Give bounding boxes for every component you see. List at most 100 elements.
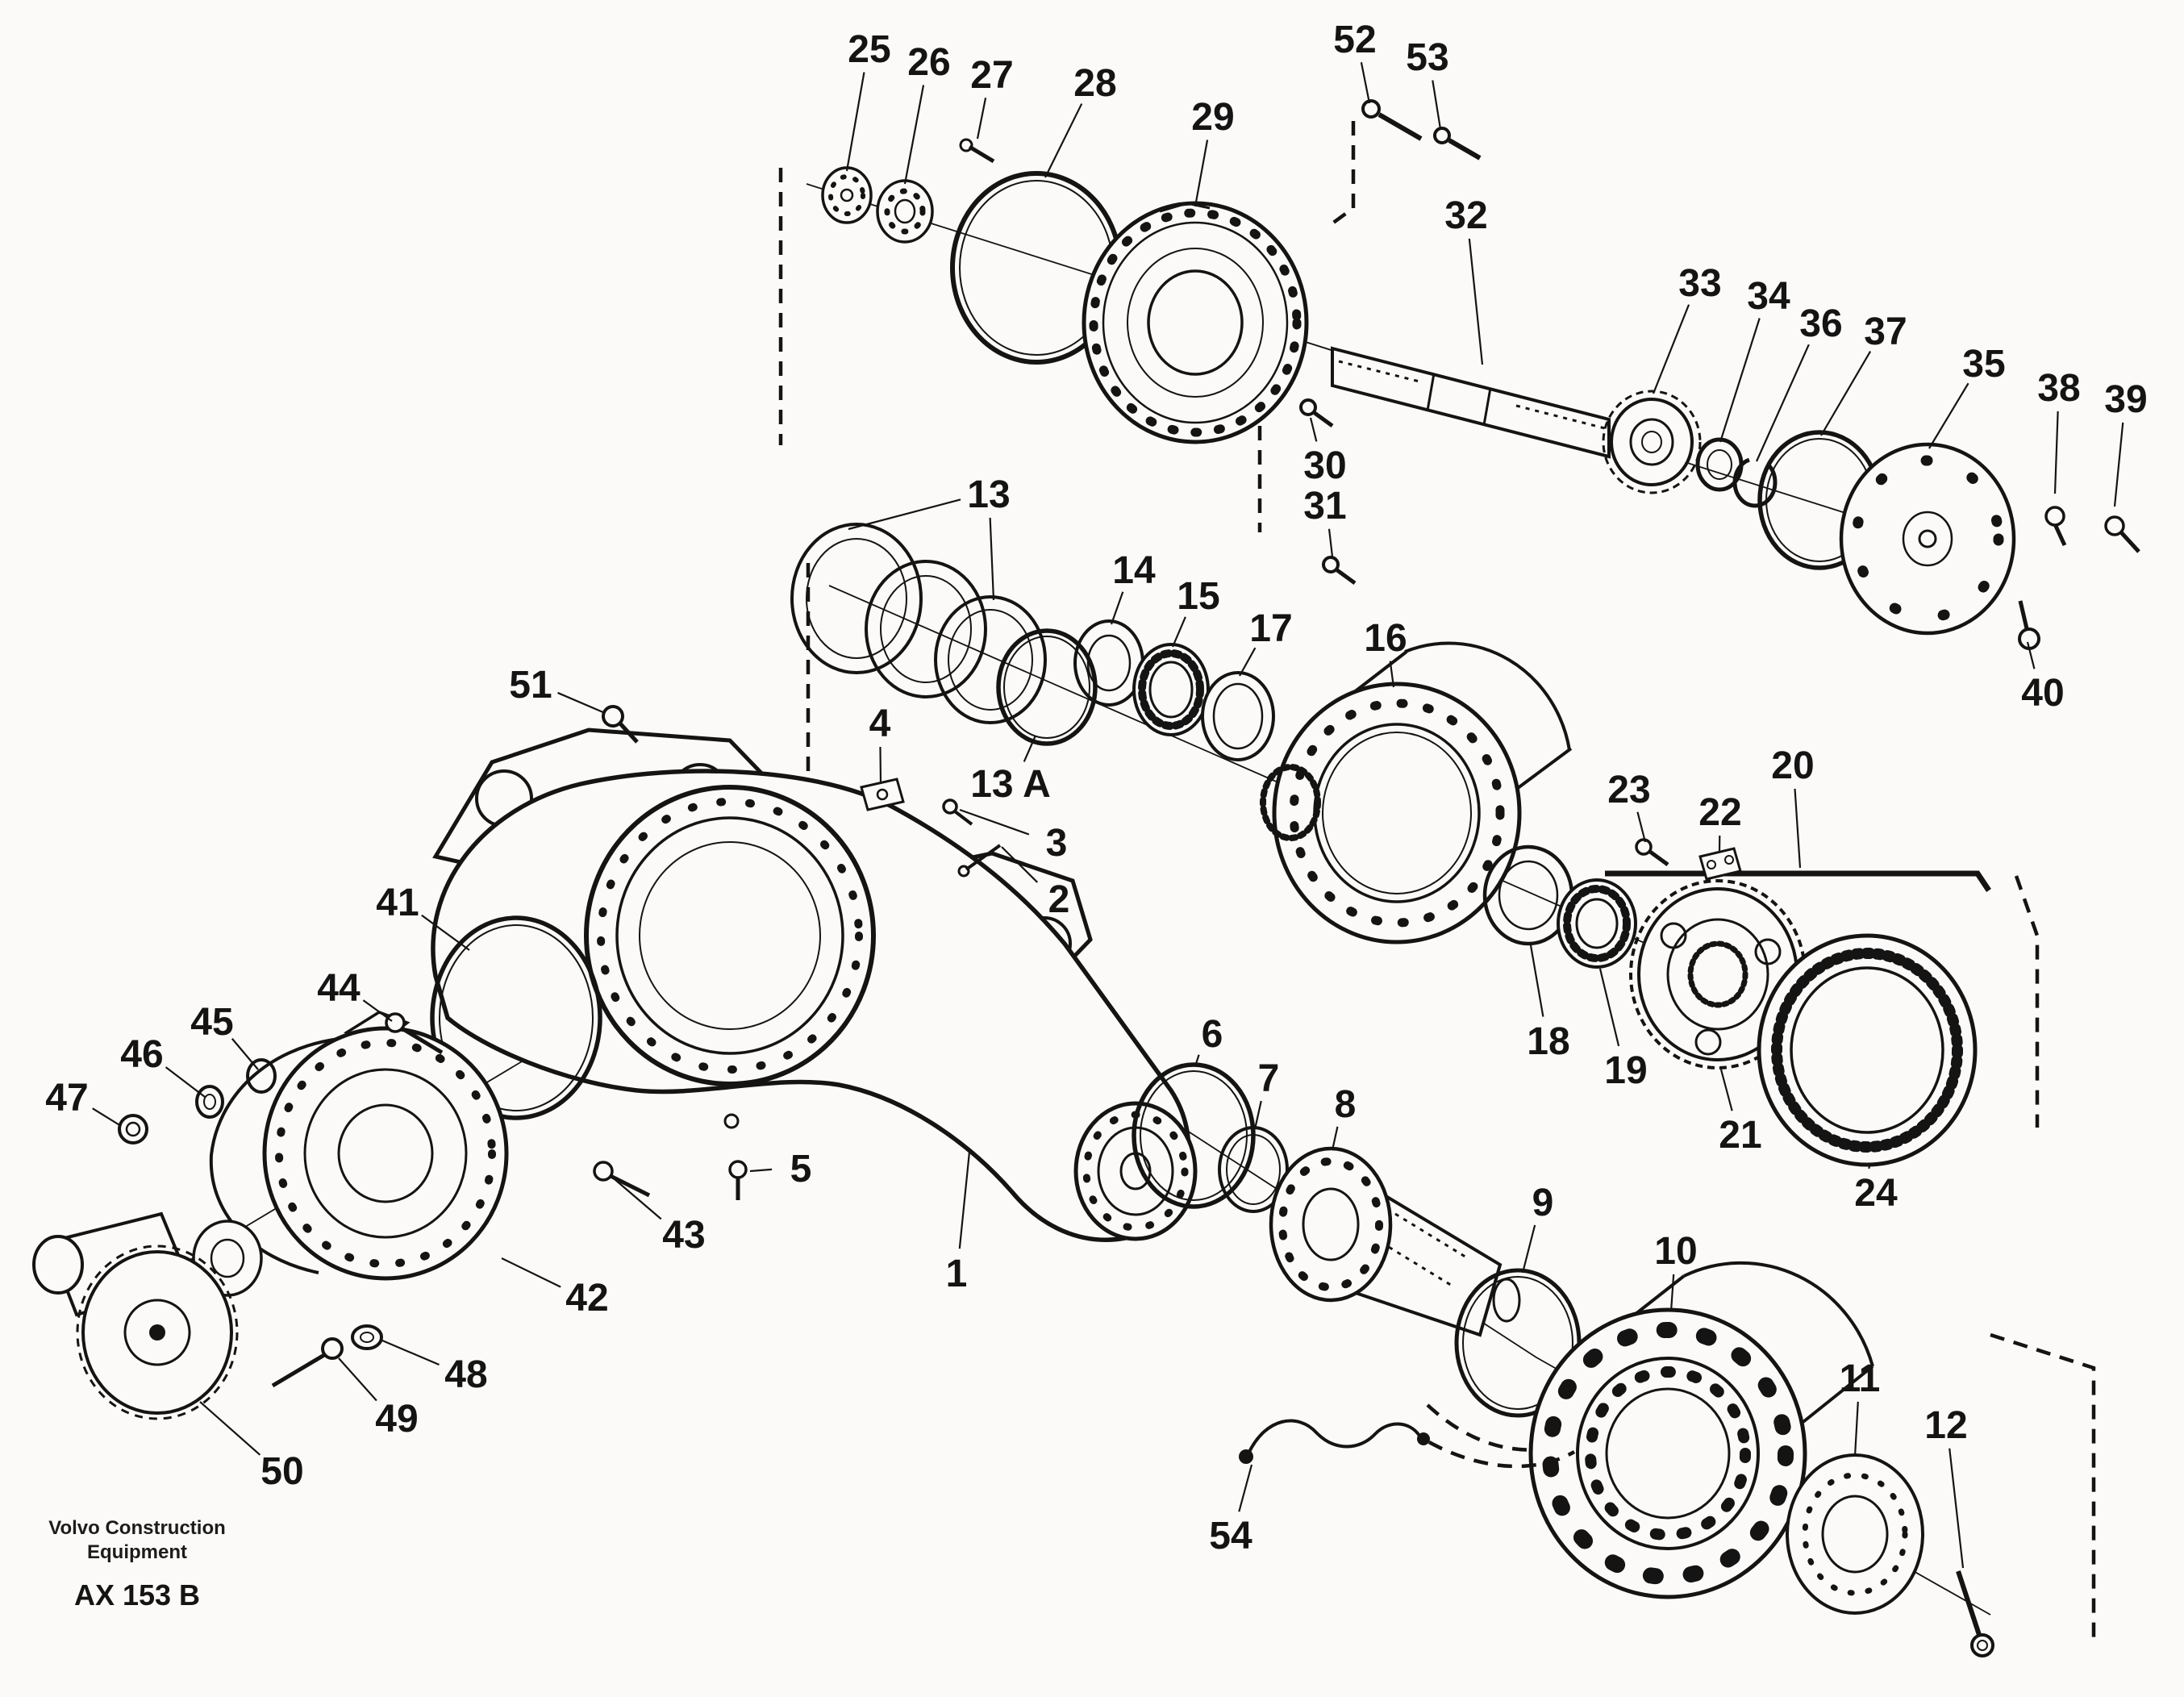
part-label-36: 36 xyxy=(1799,302,1842,345)
leader-line-39 xyxy=(2113,422,2124,507)
snap-ring-36 xyxy=(1732,457,1778,508)
part-label-2: 2 xyxy=(1048,878,1070,921)
sun-gear-33 xyxy=(1602,390,1702,494)
leader-line-25 xyxy=(845,72,865,172)
part-label-17: 17 xyxy=(1249,607,1292,650)
part-label-27: 27 xyxy=(970,54,1013,97)
leader-line-45 xyxy=(231,1038,259,1070)
part-label-53: 53 xyxy=(1406,36,1448,79)
leader-line-4 xyxy=(879,746,882,785)
fastener-46-washer xyxy=(195,1085,224,1119)
part-label-24: 24 xyxy=(1854,1172,1898,1215)
leader-line-16 xyxy=(1389,661,1395,688)
leader-line-44 xyxy=(362,999,393,1022)
fastener-44-bolt xyxy=(385,1012,444,1055)
stud-38 xyxy=(2044,506,2067,547)
leader-line-13A xyxy=(1023,735,1037,762)
leader-line-11 xyxy=(1853,1401,1859,1457)
leader-line-18 xyxy=(1529,944,1544,1017)
leader-line-33 xyxy=(1652,304,1690,394)
leader-line-42 xyxy=(501,1257,561,1288)
part-label-31: 31 xyxy=(1303,485,1346,527)
leader-line-13 xyxy=(989,517,995,601)
part-label-51: 51 xyxy=(509,664,552,707)
leader-line-1 xyxy=(958,1151,971,1249)
spindle-8 xyxy=(1269,1146,1521,1337)
part-label-8: 8 xyxy=(1335,1083,1357,1126)
bolt-39 xyxy=(2104,515,2140,553)
leader-line-35 xyxy=(1928,382,1969,449)
leader-line-10 xyxy=(1669,1274,1675,1312)
bolt-52 xyxy=(1361,99,1423,141)
part-label-3: 3 xyxy=(1046,822,1068,865)
part-label-25: 25 xyxy=(848,28,890,71)
leader-line-50 xyxy=(199,1401,261,1456)
bearing-race-17 xyxy=(1201,671,1275,761)
bolt-31 xyxy=(1322,556,1357,586)
leader-line-41 xyxy=(421,914,470,951)
fastener-45-washer xyxy=(246,1058,277,1094)
parking-brake-caliper xyxy=(32,1211,239,1420)
leader-line-46 xyxy=(165,1066,206,1098)
lock-plate-22 xyxy=(1698,847,1742,881)
leader-line-17 xyxy=(1239,647,1257,677)
leader-line-48 xyxy=(381,1339,440,1366)
fastener-43-bolt xyxy=(593,1161,651,1198)
fastener-49-bolt xyxy=(271,1337,344,1388)
part-label-52: 52 xyxy=(1333,19,1376,61)
brake-disc-11 xyxy=(1786,1453,1924,1615)
leader-line-37 xyxy=(1820,350,1872,436)
part-label-35: 35 xyxy=(1962,343,2005,386)
drive-shaft-32 xyxy=(1331,346,1611,459)
fastener-47-nut xyxy=(118,1114,148,1145)
brake-drum-hub-10 xyxy=(1528,1261,1874,1599)
leader-line-8 xyxy=(1331,1126,1339,1151)
wheel-hub-16 xyxy=(1260,641,1573,944)
part-label-6: 6 xyxy=(1202,1013,1223,1056)
drawing-code: AX 153 B xyxy=(74,1578,200,1612)
bolt-12 xyxy=(1956,1570,1994,1657)
part-label-29: 29 xyxy=(1191,96,1234,139)
leader-line-49 xyxy=(338,1357,377,1402)
fastener-5-bolt xyxy=(728,1160,748,1200)
differential-carrier xyxy=(192,1011,509,1297)
leader-line-38 xyxy=(2053,411,2059,494)
part-label-28: 28 xyxy=(1073,62,1116,105)
roller-bearing-19 xyxy=(1557,878,1637,969)
leader-line-12 xyxy=(1949,1448,1965,1569)
part-label-10: 10 xyxy=(1654,1230,1697,1273)
bolt-23 xyxy=(1635,838,1669,867)
fastener-2-screw xyxy=(957,844,1002,878)
part-label-21: 21 xyxy=(1719,1114,1761,1157)
part-label-15: 15 xyxy=(1177,575,1219,618)
bolt-53 xyxy=(1433,127,1482,161)
part-label-42: 42 xyxy=(565,1277,608,1320)
oring-41 xyxy=(430,915,602,1120)
part-label-18: 18 xyxy=(1527,1020,1569,1063)
leader-line-3 xyxy=(959,808,1030,836)
ring-gear-carrier-21 xyxy=(1629,879,1807,1069)
part-label-20: 20 xyxy=(1771,744,1814,787)
leader-line-52 xyxy=(1360,62,1371,104)
part-label-44: 44 xyxy=(317,967,361,1010)
ring-7 xyxy=(1218,1126,1289,1213)
internal-ring-gear-24 xyxy=(1757,933,1978,1167)
leader-line-31 xyxy=(1327,528,1334,557)
part-label-32: 32 xyxy=(1444,194,1487,237)
part-label-33: 33 xyxy=(1678,262,1721,305)
leader-line-14 xyxy=(1110,591,1124,625)
leader-line-47 xyxy=(92,1107,122,1127)
leader-line-7 xyxy=(1253,1100,1262,1130)
leader-line-36 xyxy=(1755,344,1810,462)
brand-line-1: Volvo Construction xyxy=(48,1517,226,1539)
leader-line-43 xyxy=(614,1178,662,1220)
part-label-9: 9 xyxy=(1532,1182,1554,1224)
leader-line-29 xyxy=(1194,140,1209,207)
leader-line-53 xyxy=(1432,80,1442,130)
part-label-48: 48 xyxy=(444,1353,487,1396)
fastener-3-screw xyxy=(942,798,973,826)
oring-13a xyxy=(996,628,1098,746)
bracket-line-20 xyxy=(1605,870,1991,892)
leader-line-27 xyxy=(976,98,987,140)
dashed-section-frames xyxy=(778,121,2096,1645)
